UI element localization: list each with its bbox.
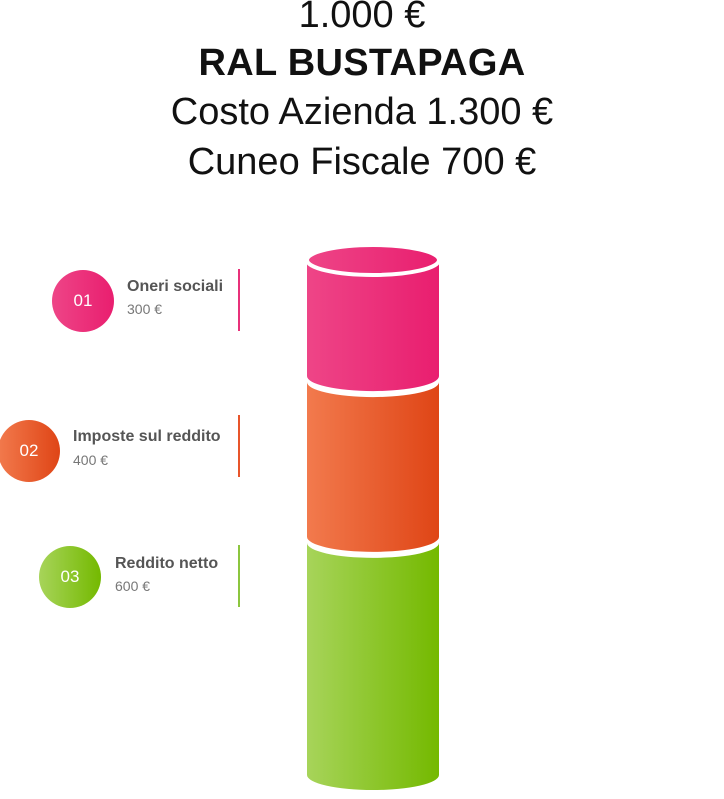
- legend-label: Reddito netto: [115, 555, 219, 572]
- legend-label: Oneri sociali: [127, 278, 224, 295]
- legend-value: 300 €: [127, 301, 163, 317]
- legend-divider: [238, 269, 240, 331]
- legend-divider: [238, 545, 240, 607]
- cylinder-segment-3: [307, 542, 439, 790]
- legend-value: 400 €: [73, 452, 109, 468]
- cylinder-segment-2: [307, 382, 439, 552]
- legend-badge: 03: [39, 546, 101, 608]
- ral-amount: 1.000 €: [298, 0, 426, 36]
- legend-badge: 02: [0, 420, 60, 482]
- cylinder-segment-1: [307, 260, 439, 392]
- legend-label: Imposte sul reddito: [73, 428, 221, 445]
- cuneo-fiscale: Cuneo Fiscale 700 €: [187, 141, 537, 183]
- cylinder-top-cap: [305, 243, 441, 277]
- legend-value: 600 €: [115, 578, 151, 594]
- legend-badge: 01: [52, 270, 114, 332]
- chart-title: RAL BUSTAPAGA: [198, 42, 526, 84]
- legend-divider: [238, 415, 240, 477]
- costo-azienda: Costo Azienda 1.300 €: [170, 91, 554, 133]
